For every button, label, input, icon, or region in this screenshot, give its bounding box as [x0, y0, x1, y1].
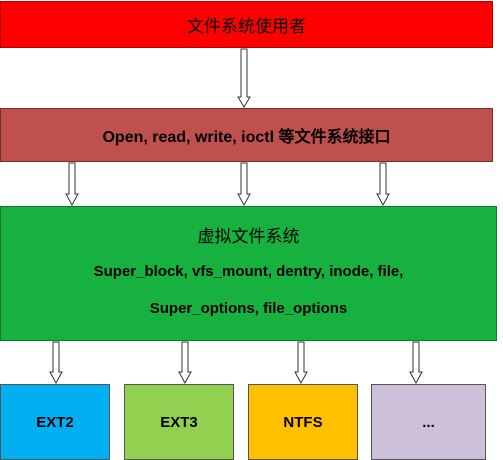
vfs-title: 虚拟文件系统 — [197, 227, 300, 246]
filesystem-box-ntfs: NTFS — [248, 384, 358, 460]
arrow-vfs-to-ext3 — [178, 341, 192, 385]
filesystem-user-label: 文件系统使用者 — [187, 17, 306, 36]
arrow-vfs-to-others — [409, 341, 423, 385]
arrow-vfs-to-ext2 — [49, 341, 63, 385]
filesystem-label: NTFS — [283, 413, 323, 431]
vfs-structures-line2: Super_options, file_options — [149, 300, 348, 317]
filesystem-label: EXT2 — [36, 413, 74, 431]
filesystem-interface-label: Open, read, write, ioctl 等文件系统接口 — [102, 129, 391, 146]
filesystem-label: EXT3 — [160, 413, 198, 431]
arrow-vfs-to-ntfs — [294, 341, 308, 385]
virtual-filesystem-box: 虚拟文件系统 Super_block, vfs_mount, dentry, i… — [0, 206, 497, 341]
filesystem-label: ... — [422, 413, 435, 431]
arrow-interface-to-vfs-center — [237, 162, 251, 207]
filesystem-box-ext2: EXT2 — [0, 384, 110, 460]
arrow-interface-to-vfs-right — [376, 162, 390, 207]
filesystem-user-box: 文件系统使用者 — [0, 1, 493, 48]
vfs-structures-line1: Super_block, vfs_mount, dentry, inode, f… — [93, 263, 404, 280]
arrow-interface-to-vfs-left — [65, 162, 79, 207]
filesystem-box-ext3: EXT3 — [124, 384, 234, 460]
filesystem-interface-box: Open, read, write, ioctl 等文件系统接口 — [0, 108, 493, 162]
filesystem-box-others: ... — [371, 384, 486, 460]
arrow-user-to-interface — [237, 48, 251, 108]
